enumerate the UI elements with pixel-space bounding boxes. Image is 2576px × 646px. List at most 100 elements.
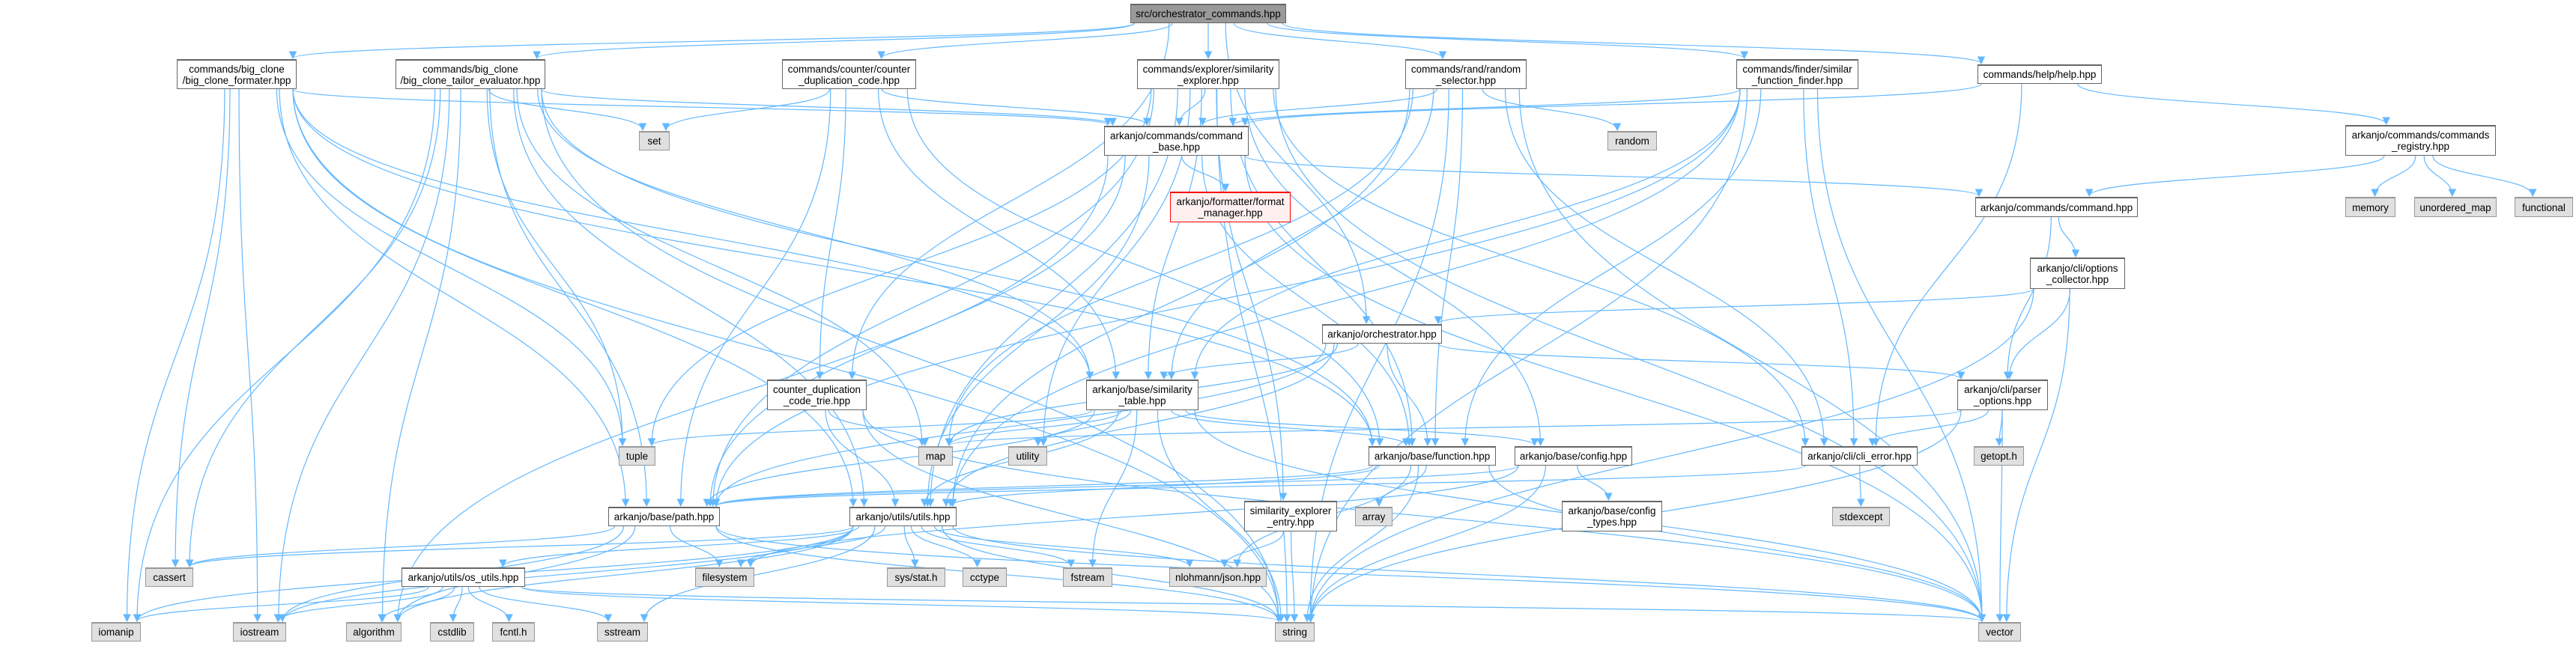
node-clierror[interactable]: arkanjo/cli/cli_error.hpp <box>1801 446 1918 466</box>
edge-formater-to-path <box>279 88 630 508</box>
edge-explorer-to-config <box>1244 88 1545 447</box>
edge-simtable-to-config <box>1184 409 1539 447</box>
edge-cmdbase-to-utils <box>923 155 1150 508</box>
edge-explorer-to-cmdbase <box>1175 88 1206 127</box>
edge-formater-to-cassert <box>171 88 231 568</box>
node-simentry[interactable]: similarity_explorer _entry.hpp <box>1244 501 1337 531</box>
node-utils[interactable]: arkanjo/utils/utils.hpp <box>849 507 957 526</box>
edge-tailor-to-iomanip <box>133 88 436 623</box>
edge-utils-to-algorithm <box>393 525 854 623</box>
edge-simentry-to-string <box>1290 531 1299 623</box>
node-map: map <box>918 446 953 466</box>
edge-counterdup-to-cmdbase <box>881 88 1151 127</box>
node-label: getopt.h <box>1981 451 2017 462</box>
edge-finder-to-function <box>1461 88 1762 447</box>
node-format[interactable]: arkanjo/formatter/format _manager.hpp <box>1170 192 1291 222</box>
edge-trie-to-vector <box>862 409 1986 623</box>
node-function[interactable]: arkanjo/base/function.hpp <box>1369 446 1496 466</box>
node-label: arkanjo/commands/commands _registry.hpp <box>2351 129 2490 152</box>
edge-explorer-to-clierror <box>1273 88 1810 447</box>
node-counterdup[interactable]: commands/counter/counter _duplication_co… <box>782 59 916 89</box>
node-vector: vector <box>1978 622 2021 642</box>
node-label: iomanip <box>98 627 134 638</box>
node-root[interactable]: src/orchestrator_commands.hpp <box>1130 4 1286 23</box>
edge-parser-to-vector <box>1995 409 2004 623</box>
edge-function-to-string <box>1303 465 1419 623</box>
node-optcoll[interactable]: arkanjo/cli/options _collector.hpp <box>2030 258 2125 289</box>
edge-simtable-to-tuple <box>647 409 1093 447</box>
node-label: cctype <box>969 572 1000 583</box>
edge-rand-to-clierror <box>1504 88 1828 447</box>
node-orch[interactable]: arkanjo/orchestrator.hpp <box>1322 324 1442 344</box>
edge-help-to-clierror <box>1871 83 2022 447</box>
edge-simtable-to-string <box>1157 409 1285 623</box>
node-parser[interactable]: arkanjo/cli/parser _options.hpp <box>1957 380 2048 410</box>
edge-rand-to-map <box>945 88 1413 447</box>
node-label: unordered_map <box>2419 201 2491 213</box>
node-label: arkanjo/base/similarity _table.hpp <box>1092 384 1192 406</box>
edge-tailor-to-string <box>541 88 1283 623</box>
node-formater[interactable]: commands/big_clone /big_clone_formater.h… <box>177 59 297 89</box>
edge-formater-to-simtable <box>292 88 1094 380</box>
edge-registry-to-umap <box>2423 155 2457 198</box>
node-simtable[interactable]: arkanjo/base/similarity _table.hpp <box>1086 380 1198 410</box>
edge-utils-to-cassert <box>185 525 854 568</box>
edge-config-to-path <box>712 465 1519 508</box>
node-label: utility <box>1016 451 1040 462</box>
node-label: cstdlib <box>437 627 467 638</box>
edge-counterdup-to-set <box>661 88 831 132</box>
node-filesystem: filesystem <box>695 567 754 587</box>
node-label: nlohmann/json.hpp <box>1175 572 1261 583</box>
edge-root-to-rand <box>1233 22 1447 60</box>
edge-orch-to-parser <box>1437 343 1966 380</box>
edge-clierror-to-path <box>712 465 1806 508</box>
node-rand[interactable]: commands/rand/random _selector.hpp <box>1405 59 1527 89</box>
edge-path-to-filesystem <box>670 525 724 568</box>
node-utility: utility <box>1008 446 1047 466</box>
edge-tailor-to-map <box>516 88 927 447</box>
node-iostream: iostream <box>233 622 286 642</box>
node-label: commands/big_clone /big_clone_tailor_eva… <box>400 63 541 86</box>
edge-explorer-to-simentry <box>1216 88 1288 502</box>
edge-function-to-vector <box>1488 465 1986 623</box>
node-label: fstream <box>1070 572 1105 583</box>
edge-osutils-to-string <box>521 586 1282 623</box>
node-registry[interactable]: arkanjo/commands/commands _registry.hpp <box>2345 125 2496 156</box>
node-label: commands/help/help.hpp <box>1983 69 2097 80</box>
node-cfgtypes[interactable]: arkanjo/base/config _types.hpp <box>1562 501 1662 531</box>
node-label: src/orchestrator_commands.hpp <box>1136 8 1281 19</box>
edge-tailor-to-cassert <box>185 88 441 568</box>
edge-osutils-to-algorithm <box>378 586 455 623</box>
edge-finder-to-vector <box>1816 88 1986 623</box>
node-osutils[interactable]: arkanjo/utils/os_utils.hpp <box>401 567 525 587</box>
edge-counterdup-to-simtable <box>878 88 1121 380</box>
node-label: sys/stat.h <box>894 572 938 583</box>
node-label: commands/explorer/similarity _explorer.h… <box>1142 63 1274 86</box>
edge-cmdbase-to-vector <box>1244 155 1986 623</box>
node-fcntl: fcntl.h <box>492 622 535 642</box>
edge-command-to-optcoll <box>2058 216 2080 258</box>
node-config[interactable]: arkanjo/base/config.hpp <box>1515 446 1632 466</box>
edge-finder-to-cmdbase <box>1228 88 1741 127</box>
node-label: vector <box>1986 627 2013 638</box>
node-iomanip: iomanip <box>91 622 141 642</box>
edge-parser-to-clierror <box>1868 409 1989 447</box>
node-command[interactable]: arkanjo/commands/command.hpp <box>1975 197 2138 217</box>
node-cmdbase[interactable]: arkanjo/commands/command _base.hpp <box>1104 126 1249 156</box>
edge-osutils-to-sstream <box>479 586 613 623</box>
edge-explorer-to-function <box>1230 88 1416 447</box>
node-tailor[interactable]: commands/big_clone /big_clone_tailor_eva… <box>396 59 545 89</box>
node-path[interactable]: arkanjo/base/path.hpp <box>608 507 720 526</box>
node-cassert: cassert <box>145 567 193 587</box>
node-label: filesystem <box>702 572 748 583</box>
edge-optcoll-to-orch <box>1434 288 2034 325</box>
node-trie[interactable]: counter_duplication _code_trie.hpp <box>767 380 867 410</box>
edge-cmdbase-to-algorithm <box>393 155 1109 623</box>
node-finder[interactable]: commands/finder/similar _function_finder… <box>1736 59 1858 89</box>
node-tuple: tuple <box>619 446 655 466</box>
node-help[interactable]: commands/help/help.hpp <box>1978 64 2102 84</box>
edge-command-to-parser <box>2003 216 2052 380</box>
edge-utils-to-osutils <box>499 525 860 568</box>
node-explorer[interactable]: commands/explorer/similarity _explorer.h… <box>1137 59 1279 89</box>
edge-config-to-string <box>1306 465 1546 623</box>
